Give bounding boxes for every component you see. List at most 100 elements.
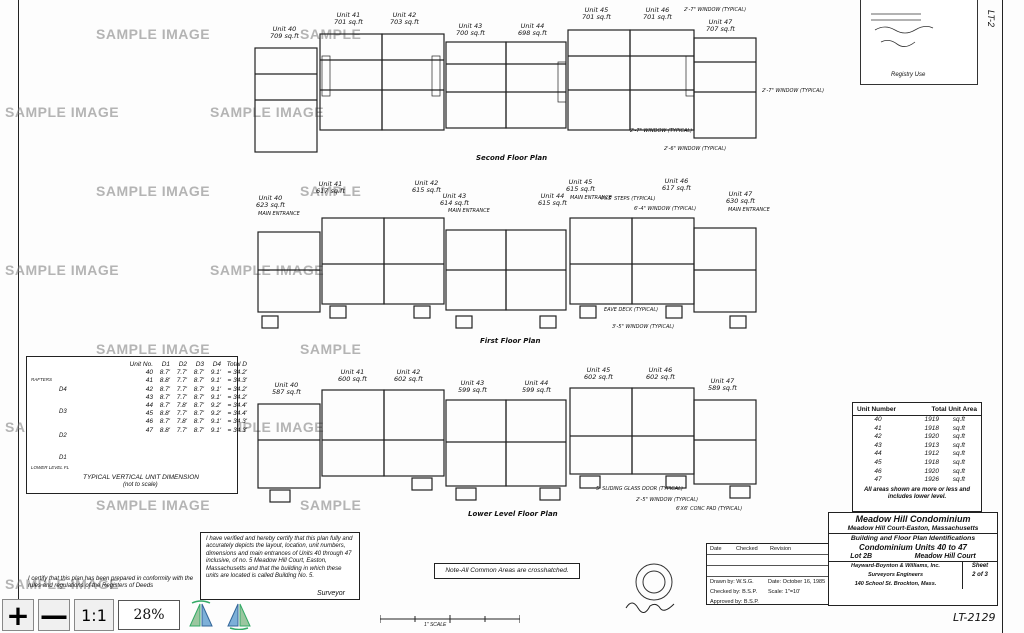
- registry-label: Registry Use: [891, 72, 926, 78]
- sheet-number: LT-2129: [953, 611, 996, 624]
- watermark: SAMPLE IMAGE: [210, 104, 325, 120]
- dimension-table-header: Unit No. D1 D2 D3 D4 Total D: [129, 361, 247, 368]
- pad-note: 6'X6' CONC PAD (TYPICAL): [676, 506, 743, 512]
- scale-bar-graphic: [379, 615, 521, 623]
- unit-area-note: All areas shown are more or less and inc…: [863, 486, 971, 500]
- project-location: Meadow Hill Court-Easton, Massachusetts: [829, 524, 997, 534]
- lower-level-plan-outline: [257, 387, 757, 503]
- level-label: D3: [59, 409, 67, 415]
- flip-horizontal-button[interactable]: [184, 599, 218, 631]
- signature: [625, 602, 675, 613]
- surveyor-certification: I have verified and hereby certify that …: [200, 532, 360, 600]
- zoom-in-button[interactable]: +: [2, 599, 34, 632]
- certification-text: I have verified and hereby certify that …: [206, 536, 353, 580]
- level-label: D1: [59, 455, 67, 461]
- lower-level-plan-title: Lower Level Floor Plan: [468, 510, 558, 518]
- level-label: D4: [59, 387, 67, 393]
- revision-row: [707, 555, 829, 566]
- watermark: SAMPLE: [300, 497, 362, 513]
- actual-size-button[interactable]: 1:1: [74, 599, 114, 631]
- steps-note: 4'X5' STEPS (TYPICAL): [600, 196, 656, 202]
- revision-table: Date Checked Revision Drawn by: W.S.G.Da…: [706, 543, 830, 605]
- corner-label: LT-2: [986, 10, 996, 28]
- main-entrance-label: MAIN ENTRANCE: [448, 208, 490, 214]
- scale-bar-label: 1" SCALE: [424, 622, 447, 628]
- flip-vertical-button[interactable]: [222, 599, 256, 631]
- sheet-border-left: [18, 0, 19, 600]
- second-floor-plan-title: Second Floor Plan: [476, 154, 548, 162]
- main-entrance-label: MAIN ENTRANCE: [728, 207, 770, 213]
- watermark: SAMPLE IMAGE: [5, 104, 120, 120]
- approved-by: Approved by: B.S.P.: [710, 599, 759, 605]
- certification-sign: Surveyor: [316, 590, 345, 597]
- watermark: SAMPLE IMAGE: [5, 576, 120, 592]
- unit-area-header: Unit Number Total Unit Area: [853, 403, 981, 416]
- drawing-title: Building and Floor Plan Identifications: [850, 535, 976, 542]
- first-floor-plan-outline: [257, 217, 757, 329]
- level-label: LOWER LEVEL FL: [31, 465, 70, 470]
- main-entrance-label: MAIN ENTRANCE: [258, 211, 300, 217]
- drawn-by: Drawn by: W.S.G.Date: October 16, 1985: [710, 579, 826, 585]
- watermark: SAMPLE IMAGE: [96, 183, 211, 199]
- watermark: SAMPLE IMAGE: [96, 26, 211, 42]
- zoom-level-field[interactable]: 28%: [118, 600, 180, 630]
- window-note: 2'-5" WINDOW (TYPICAL): [636, 497, 699, 503]
- viewer-toolbar: + — 1:1 28%: [0, 597, 256, 633]
- project-name: Meadow Hill Condominium: [855, 514, 971, 524]
- zoom-out-button[interactable]: —: [38, 598, 70, 632]
- window-note: 2'-7" WINDOW (TYPICAL): [630, 128, 693, 134]
- window-note: 2'-6" WINDOW (TYPICAL): [664, 146, 727, 152]
- registers-certification: I certify that this plan has been prepar…: [28, 576, 194, 590]
- registry-box: Registry Use: [860, 0, 978, 85]
- level-label: D2: [59, 433, 67, 439]
- lot-row: Lot 2B Meadow Hill Court: [829, 552, 997, 562]
- scale-bar: 1" SCALE: [379, 612, 521, 628]
- eave-note: EAVE DECK (TYPICAL): [604, 307, 659, 313]
- surveyor-seal: [635, 563, 673, 601]
- flip-horizontal-icon: [189, 600, 213, 627]
- second-floor-plan-outline: [254, 29, 757, 153]
- first-floor-plan-title: First Floor Plan: [480, 337, 541, 345]
- sheet-info: Sheet 2 of 3: [962, 562, 997, 589]
- door-note: 5' SLIDING GLASS DOOR (TYPICAL): [596, 486, 683, 492]
- level-label: RAFTERS: [31, 377, 53, 382]
- window-note: 3'-5" WINDOW (TYPICAL): [612, 324, 675, 330]
- registry-stamp: [871, 13, 934, 47]
- firm-info: Hayward-Boynton & Williams, Inc. Surveyo…: [851, 563, 940, 587]
- flip-vertical-icon: [227, 603, 251, 630]
- watermark: SAMPLE IMAGE: [96, 497, 211, 513]
- sheet-border-right: [1002, 0, 1003, 633]
- revision-header: Date Checked Revision: [707, 544, 829, 555]
